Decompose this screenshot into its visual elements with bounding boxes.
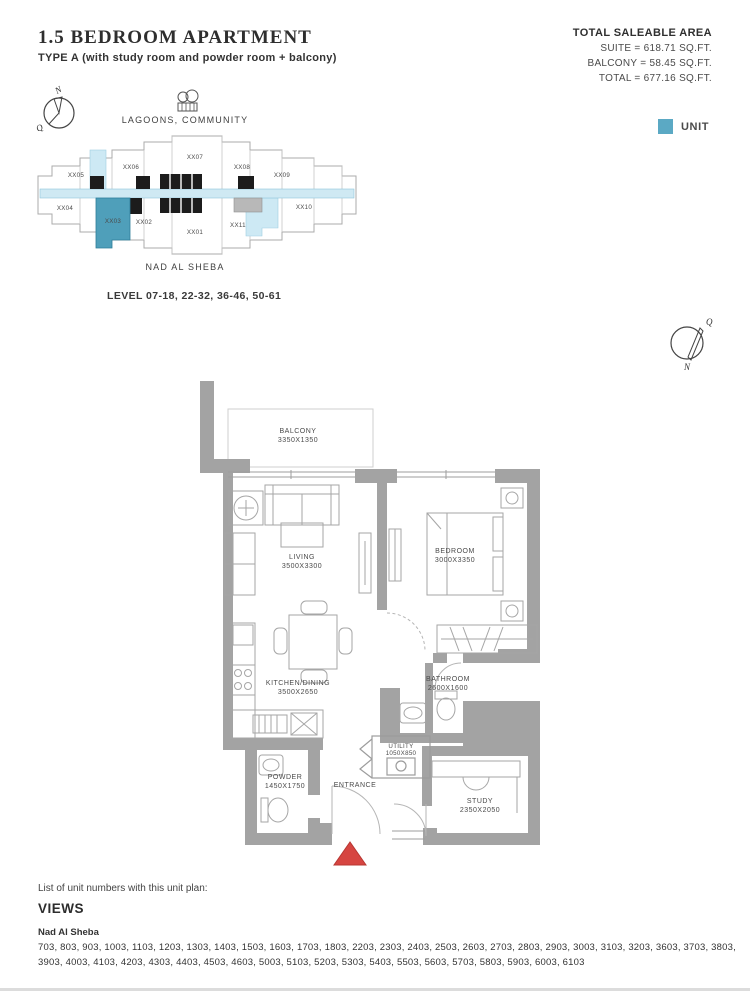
dining-set [273, 600, 353, 684]
keyplan-unit-label: XX01 [187, 229, 204, 236]
keyplan-unit-label: XX02 [136, 219, 153, 226]
page-subtitle: TYPE A (with study room and powder room … [38, 52, 337, 64]
room-dims: 3500X3300 [282, 563, 322, 570]
keyplan-unit-label: XX11 [230, 222, 246, 229]
room-labels: BALCONY 3350X1350 LIVING 3500X3300 BEDRO… [265, 428, 500, 814]
unit-list-intro: List of unit numbers with this unit plan… [38, 883, 208, 894]
room-dims: 1050X850 [386, 750, 417, 757]
level-label: LEVEL 07-18, 22-32, 36-46, 50-61 [107, 290, 282, 302]
unit-legend-label: UNIT [681, 120, 710, 133]
utility-room [359, 735, 431, 779]
unit-numbers-list: 703, 803, 903, 1003, 1103, 1203, 1303, 1… [38, 942, 736, 968]
door-swings [331, 612, 462, 837]
keyplan-unit-label: XX06 [123, 164, 140, 171]
floorplan-compass-icon: Q N [670, 317, 713, 372]
unit-swatch-icon [658, 119, 673, 134]
community-icon [177, 89, 199, 112]
keyplan-unit-label-highlighted: XX03 [105, 218, 122, 225]
keyplan-unit-label: XX08 [234, 164, 251, 171]
compass-north-label: N [683, 362, 691, 372]
keyplan-unit-label: XX05 [68, 172, 85, 179]
compass-qibla-label: Q [706, 317, 713, 327]
building-keyplan: XX05 XX06 XX07 XX08 XX09 XX04 XX03 XX02 … [37, 135, 357, 255]
keyplan-compass-icon: N Q [34, 84, 75, 134]
balcony-outline [227, 408, 374, 468]
keyplan-unit-labels: XX05 XX06 XX07 XX08 XX09 XX04 XX03 XX02 … [57, 154, 313, 236]
views-heading: VIEWS [38, 901, 85, 916]
area-balcony: BALCONY = 58.45 SQ.FT. [587, 58, 712, 69]
area-summary: TOTAL SALEABLE AREA SUITE = 618.71 SQ.FT… [573, 26, 712, 86]
room-name: BEDROOM [435, 548, 475, 555]
room-name: BALCONY [280, 428, 317, 435]
room-name: KITCHEN/DINING [266, 680, 330, 687]
keyplan-unit-label: XX10 [296, 204, 313, 211]
powder-fixtures [258, 754, 289, 823]
keyplan-cores [90, 174, 263, 214]
room-name: STUDY [467, 798, 493, 805]
community-label: LAGOONS, COMMUNITY [121, 115, 249, 125]
room-name: LIVING [289, 554, 315, 561]
page-bottom-divider [0, 988, 750, 991]
entrance-marker-icon [333, 841, 367, 866]
unit-legend: UNIT [658, 119, 709, 134]
room-dims: 1450X1750 [265, 783, 305, 790]
room-name: BATHROOM [426, 676, 470, 683]
room-dims: 3000X3350 [435, 557, 475, 564]
compass-qibla-label: Q [34, 122, 45, 134]
kitchen-counter [230, 622, 324, 739]
page-title: 1.5 BEDROOM APARTMENT [38, 27, 312, 48]
room-dims: 2350X2050 [460, 807, 500, 814]
room-dims: 2600X1600 [428, 685, 468, 692]
compass-north-label: N [52, 84, 64, 96]
room-name: UTILITY [388, 743, 413, 750]
keyplan-corridor [39, 188, 355, 199]
keyplan-highlighted-unit [95, 197, 131, 249]
windows [228, 470, 495, 840]
area-suite: SUITE = 618.71 SQ.FT. [600, 43, 712, 54]
keyplan-unit-label: XX07 [187, 154, 204, 161]
room-dims: 3500X2650 [278, 689, 318, 696]
study-furniture [431, 760, 521, 813]
room-dims: 3350X1350 [278, 437, 318, 444]
room-name: ENTRANCE [334, 782, 377, 789]
area-summary-heading: TOTAL SALEABLE AREA [572, 27, 712, 39]
living-furniture [224, 484, 372, 596]
area-total: TOTAL = 677.16 SQ.FT. [598, 73, 712, 84]
bedroom-furniture [388, 487, 538, 654]
keyplan-location-label: NAD AL SHEBA [145, 262, 225, 272]
apartment-floorplan: BALCONY 3350X1350 LIVING 3500X3300 BEDRO… [200, 381, 540, 866]
walls [200, 381, 540, 845]
room-name: POWDER [268, 774, 303, 781]
views-location: Nad Al Sheba [38, 927, 99, 938]
keyplan-unit-label: XX09 [274, 172, 291, 179]
bathroom-fixtures [399, 690, 458, 724]
keyplan-unit-label: XX04 [57, 205, 74, 212]
